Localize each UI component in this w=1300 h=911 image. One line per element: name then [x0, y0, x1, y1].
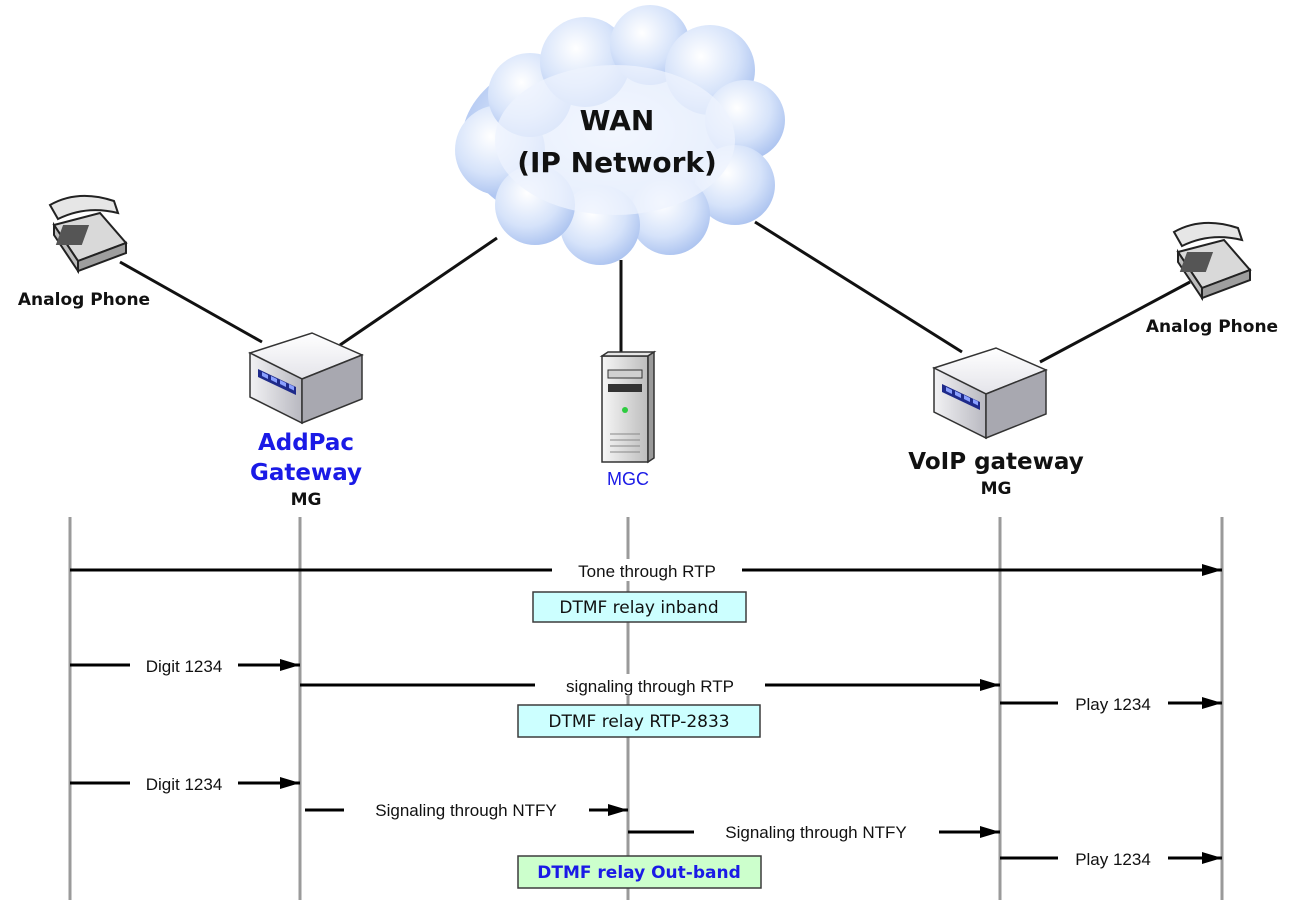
message-label: Signaling through NTFY [725, 823, 906, 842]
message-label: Digit 1234 [146, 775, 223, 794]
message-signaling-ntfy-2: Signaling through NTFY [628, 821, 1000, 843]
message-signaling-ntfy-1: Signaling through NTFY [305, 799, 628, 821]
mode-box-label: DTMF relay inband [559, 598, 718, 618]
message-play-1: Play 1234 [1000, 692, 1222, 714]
message-label: Tone through RTP [578, 562, 716, 581]
gateway-icon [932, 347, 1048, 440]
message-label: signaling through RTP [566, 677, 734, 696]
mode-box-inband: DTMF relay inband [532, 591, 747, 623]
link-cloud-addpac [339, 236, 498, 347]
addpac-label-line2: Gateway [250, 460, 362, 486]
addpac-role-label: MG [291, 490, 322, 510]
left-phone-label: Analog Phone [18, 290, 150, 310]
mode-box-rtp2833: DTMF relay RTP-2833 [517, 704, 761, 738]
mgc-label: MGC [607, 469, 649, 489]
message-tone-rtp: Tone through RTP [70, 559, 1222, 581]
message-label: Play 1234 [1075, 695, 1151, 714]
gateway-icon [248, 332, 364, 425]
cloud-title-line1: WAN [580, 104, 655, 137]
right-phone-label: Analog Phone [1146, 317, 1278, 337]
message-label: Play 1234 [1075, 850, 1151, 869]
link-voip-phone [1039, 280, 1191, 364]
addpac-label-line1: AddPac [258, 430, 354, 456]
message-label: Digit 1234 [146, 657, 223, 676]
mode-box-label: DTMF relay RTP-2833 [548, 712, 729, 732]
telephone-icon [48, 194, 128, 275]
mode-box-label: DTMF relay Out-band [537, 863, 741, 883]
link-phone-addpac [119, 260, 263, 344]
wan-cloud: WAN (IP Network) [455, 5, 785, 265]
telephone-icon [1172, 221, 1252, 302]
mode-box-outband: DTMF relay Out-band [517, 855, 762, 889]
voip-role-label: MG [981, 479, 1012, 499]
link-cloud-voip [754, 220, 963, 354]
cloud-title-line2: (IP Network) [517, 146, 717, 179]
voip-label: VoIP gateway [908, 449, 1083, 475]
message-signaling-rtp: signaling through RTP [300, 674, 1000, 696]
message-play-2: Play 1234 [1000, 847, 1222, 869]
message-digit-2: Digit 1234 [70, 772, 300, 794]
message-digit-1: Digit 1234 [70, 654, 300, 676]
server-icon [599, 350, 657, 464]
message-label: Signaling through NTFY [375, 801, 556, 820]
